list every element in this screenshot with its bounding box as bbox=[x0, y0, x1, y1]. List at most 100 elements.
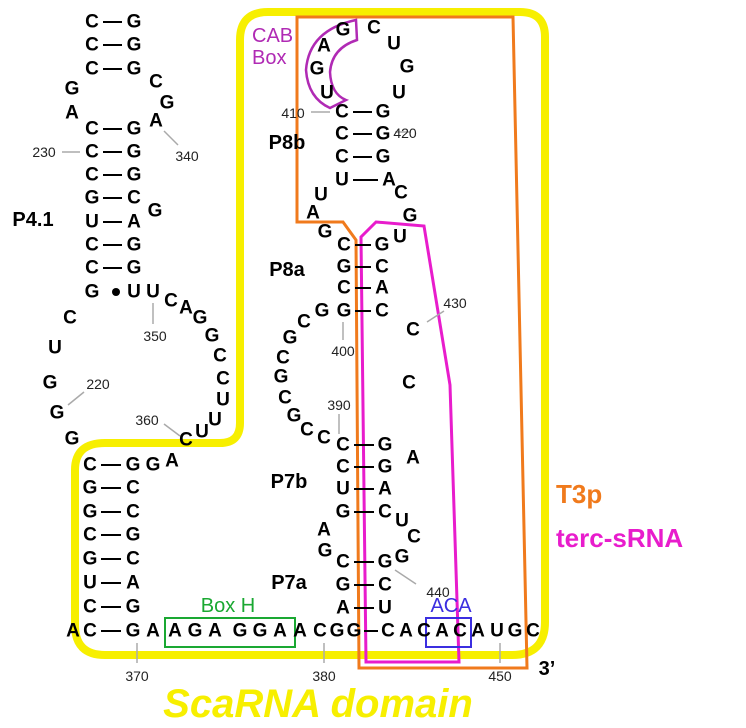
box-h-label: Box H bbox=[200, 595, 256, 617]
nucleotide: A bbox=[168, 620, 182, 642]
nucleotide: U bbox=[490, 620, 504, 642]
t3p-label: T3p bbox=[556, 479, 603, 509]
nucleotide: U bbox=[195, 421, 209, 443]
nucleotide: U bbox=[336, 478, 350, 500]
nucleotide: C bbox=[406, 319, 420, 341]
nucleotide: G bbox=[252, 620, 268, 642]
nucleotide: C bbox=[417, 620, 431, 642]
nucleotide: C bbox=[375, 256, 389, 278]
nucleotide: G bbox=[374, 234, 390, 256]
nucleotide: A bbox=[165, 450, 179, 472]
nucleotide: G bbox=[335, 501, 351, 523]
nucleotide: C bbox=[300, 419, 314, 441]
nucleotide: G bbox=[64, 428, 80, 450]
nucleotide: C bbox=[85, 141, 99, 163]
nucleotide: U bbox=[146, 281, 160, 303]
aca-outline bbox=[425, 617, 472, 648]
nucleotide: G bbox=[314, 300, 330, 322]
nucleotide: C bbox=[216, 368, 230, 390]
nucleotide: G bbox=[125, 620, 141, 642]
nucleotide: G bbox=[317, 540, 333, 562]
nucleotide: C bbox=[336, 551, 350, 573]
position-number: 340 bbox=[175, 148, 199, 164]
nucleotide: U bbox=[314, 184, 328, 206]
position-number: 360 bbox=[135, 412, 159, 428]
nucleotide: C bbox=[83, 524, 97, 546]
nucleotide: G bbox=[375, 123, 391, 145]
nucleotide: G bbox=[317, 221, 333, 243]
nucleotide: G bbox=[336, 300, 352, 322]
nucleotide: G bbox=[145, 454, 161, 476]
nucleotide: G bbox=[125, 596, 141, 618]
nucleotide: A bbox=[146, 620, 160, 642]
nucleotide: C bbox=[83, 620, 97, 642]
nucleotide: A bbox=[126, 572, 140, 594]
nucleotide: G bbox=[159, 92, 175, 114]
nucleotide: U bbox=[395, 510, 409, 532]
nucleotide: C bbox=[337, 277, 351, 299]
nucleotide: G bbox=[82, 501, 98, 523]
nucleotide: G bbox=[125, 524, 141, 546]
nucleotide: G bbox=[126, 34, 142, 56]
nucleotide: C bbox=[337, 234, 351, 256]
base-pair-dashes bbox=[101, 21, 378, 632]
position-number: 400 bbox=[331, 343, 355, 359]
nucleotide: C bbox=[164, 290, 178, 312]
nucleotide: A bbox=[375, 277, 389, 299]
nucleotide: G bbox=[377, 551, 393, 573]
nucleotide: C bbox=[85, 34, 99, 56]
aca-label: ACA bbox=[430, 595, 472, 617]
terc-srna-outline bbox=[359, 220, 461, 664]
nucleotide: G bbox=[377, 456, 393, 478]
t3p-outline bbox=[295, 15, 529, 670]
nucleotide: U bbox=[320, 82, 334, 104]
terc-srna-label: terc-sRNA bbox=[556, 523, 684, 553]
nucleotide: G bbox=[335, 19, 351, 41]
nucleotide: G bbox=[402, 205, 418, 227]
nucleotide: G bbox=[399, 56, 415, 78]
nucleotide: C bbox=[313, 620, 327, 642]
nucleotide: G bbox=[335, 574, 351, 596]
nucleotide: C bbox=[179, 429, 193, 451]
cab-box-label-line2: Box bbox=[252, 47, 287, 69]
nucleotide: G bbox=[126, 164, 142, 186]
nucleotide: A bbox=[317, 35, 331, 57]
nucleotide: C bbox=[378, 501, 392, 523]
nucleotide: G bbox=[126, 141, 142, 163]
nucleotide: U bbox=[393, 226, 407, 248]
nucleotide: C bbox=[375, 300, 389, 322]
nucleotide: C bbox=[127, 187, 141, 209]
nucleotide: G bbox=[375, 101, 391, 123]
helix-label: P7b bbox=[270, 471, 308, 493]
nucleotide: G bbox=[126, 58, 142, 80]
position-number: 410 bbox=[281, 105, 305, 121]
nucleotide: G bbox=[82, 477, 98, 499]
position-number: 420 bbox=[393, 125, 417, 141]
cab-box-label-line1: CAB bbox=[252, 25, 294, 47]
helix-label: P7a bbox=[271, 572, 307, 594]
scarna-domain-outline bbox=[71, 8, 549, 659]
helix-label: P4.1 bbox=[12, 209, 54, 231]
nucleotide: G bbox=[126, 234, 142, 256]
nucleotide: G bbox=[346, 620, 362, 642]
nucleotide: C bbox=[63, 307, 77, 329]
nucleotide: U bbox=[387, 33, 401, 55]
nucleotide: U bbox=[48, 337, 62, 359]
nucleotide: G bbox=[394, 546, 410, 568]
nucleotide: C bbox=[126, 548, 140, 570]
nucleotide: G bbox=[42, 372, 58, 394]
nucleotide: A bbox=[65, 102, 79, 124]
nucleotide: G bbox=[282, 327, 298, 349]
nucleotide: U bbox=[127, 281, 141, 303]
nucleotide: A bbox=[336, 597, 350, 619]
nucleotide: A bbox=[66, 620, 80, 642]
nucleotide: A bbox=[273, 620, 287, 642]
nucleotide: G bbox=[507, 620, 523, 642]
nucleotide: G bbox=[126, 118, 142, 140]
nucleotide: U bbox=[83, 572, 97, 594]
position-number: 390 bbox=[327, 397, 351, 413]
nucleotide: C bbox=[526, 620, 540, 642]
nucleotide: A bbox=[317, 519, 331, 541]
